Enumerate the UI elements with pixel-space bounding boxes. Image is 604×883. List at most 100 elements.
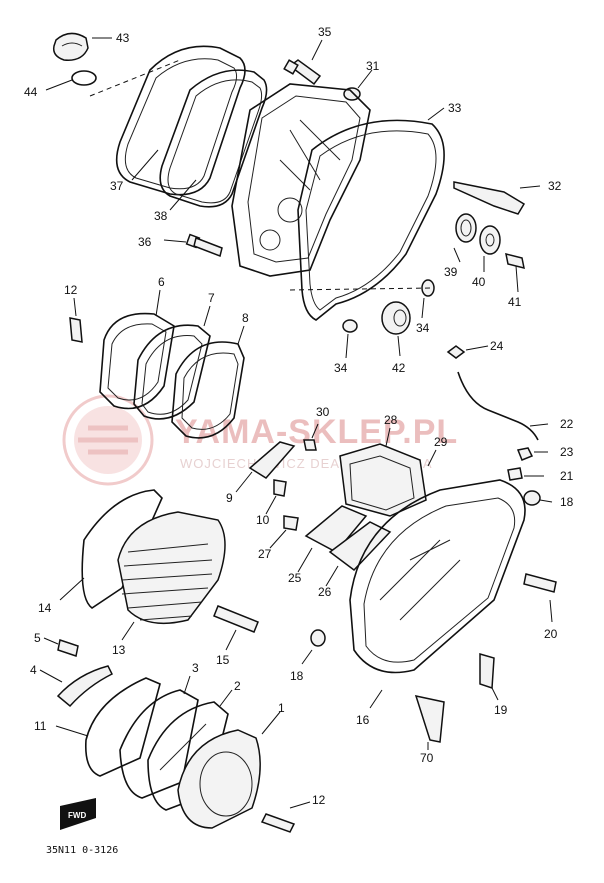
callout-35: 35 <box>318 25 332 39</box>
part-25-bracket <box>304 505 368 553</box>
callout-3: 3 <box>192 661 199 675</box>
callout-38: 38 <box>154 209 168 223</box>
callout-31: 31 <box>366 59 380 73</box>
callout-18-mid: 18 <box>290 669 304 683</box>
callout-70: 70 <box>420 751 434 765</box>
callout-10: 10 <box>256 513 270 527</box>
callout-19: 19 <box>494 703 508 717</box>
callout-20-right: 20 <box>544 627 558 641</box>
part-18-dowel-b <box>310 629 326 647</box>
part-14-gasket <box>81 489 163 609</box>
callout-22: 22 <box>560 417 574 431</box>
watermark-title: YAMA-SKLEP.PL <box>175 413 458 451</box>
part-9-plate <box>248 441 296 479</box>
part-41-bolt <box>505 252 525 270</box>
callout-25: 25 <box>288 571 302 585</box>
part-37-gasket <box>115 45 246 196</box>
callout-42: 42 <box>392 361 406 375</box>
callout-23: 23 <box>560 445 574 459</box>
part-1-cover <box>177 729 261 829</box>
part-3-gasket <box>119 689 199 799</box>
callout-32: 32 <box>548 179 562 193</box>
diagram-code: 35N11 0-3126 <box>46 845 118 856</box>
part-70-bolt <box>414 694 445 743</box>
part-28-housing <box>339 443 427 517</box>
part-6-cover <box>99 312 175 410</box>
part-30-screw <box>303 439 317 451</box>
callout-12-bottom: 12 <box>312 793 326 807</box>
callout-24: 24 <box>490 339 504 353</box>
callout-29: 29 <box>434 435 448 449</box>
callout-33: 33 <box>448 101 462 115</box>
callout-30: 30 <box>316 405 330 419</box>
callout-36: 36 <box>138 235 152 249</box>
part-10-bolt <box>273 479 287 497</box>
part-40-washer <box>479 225 501 255</box>
fwd-label: FWD <box>68 811 86 820</box>
callout-8: 8 <box>242 311 249 325</box>
callout-28: 28 <box>384 413 398 427</box>
part-38-gasket <box>159 69 268 208</box>
part-2-gasket <box>147 701 229 811</box>
callout-5: 5 <box>34 631 41 645</box>
callout-26: 26 <box>318 585 332 599</box>
part-44-o-ring <box>71 70 97 86</box>
part-16-right-cover <box>349 479 526 674</box>
watermark-logo-ring <box>62 394 154 486</box>
callout-16: 16 <box>356 713 370 727</box>
part-19-bolt <box>479 653 495 690</box>
part-43-filler-cap <box>52 32 89 61</box>
part-23-clamp <box>516 447 534 461</box>
part-36-bolt <box>185 233 223 258</box>
part-4-plate <box>56 665 114 708</box>
part-5-bolt <box>57 639 79 657</box>
callout-41: 41 <box>508 295 522 309</box>
part-11-gasket <box>84 677 161 777</box>
part-39-oil-seal <box>455 213 477 243</box>
callout-34-a: 34 <box>416 321 430 335</box>
crankcase-cover-assembly <box>231 83 371 277</box>
callout-12-top: 12 <box>64 283 78 297</box>
part-20-bolt-a <box>523 573 557 593</box>
part-18-dowel-a <box>523 490 541 506</box>
callout-labels: 43 44 35 31 33 37 38 32 36 39 40 41 12 6… <box>24 25 574 807</box>
callout-44: 44 <box>24 85 38 99</box>
callout-14: 14 <box>38 601 52 615</box>
part-42-plug <box>381 301 411 335</box>
part-15-bolt <box>213 605 259 633</box>
part-22-hose <box>457 371 539 441</box>
part-24-clip <box>446 345 466 359</box>
callout-2: 2 <box>234 679 241 693</box>
callout-34-b: 34 <box>334 361 348 375</box>
callout-7: 7 <box>208 291 215 305</box>
callout-15: 15 <box>216 653 230 667</box>
part-13-finned-cover <box>117 511 226 625</box>
part-21-fitting <box>507 467 523 481</box>
part-8-cover <box>171 341 245 439</box>
part-32-bracket <box>453 181 526 215</box>
callout-40: 40 <box>472 275 486 289</box>
callout-6: 6 <box>158 275 165 289</box>
callout-11: 11 <box>34 719 47 733</box>
callout-39: 39 <box>444 265 458 279</box>
part-7-gasket <box>133 324 211 420</box>
part-27-bolt <box>283 515 299 531</box>
callout-43: 43 <box>116 31 130 45</box>
part-12-bolt-a <box>69 317 83 343</box>
callout-1: 1 <box>278 701 285 715</box>
callout-13: 13 <box>112 643 126 657</box>
callout-37: 37 <box>110 179 124 193</box>
part-33-gasket <box>297 119 445 321</box>
part-12-bolt-b <box>260 813 296 833</box>
part-34-dowel-b <box>342 319 358 333</box>
watermark-logo-mark <box>78 425 138 455</box>
callout-9: 9 <box>226 491 233 505</box>
fwd-arrow-icon: FWD <box>60 798 96 830</box>
callout-18-right: 18 <box>560 495 574 509</box>
part-26-bracket <box>328 521 392 572</box>
callout-4: 4 <box>30 663 37 677</box>
callout-21: 21 <box>560 469 574 483</box>
part-35-bolt <box>283 59 322 86</box>
callout-27: 27 <box>258 547 272 561</box>
